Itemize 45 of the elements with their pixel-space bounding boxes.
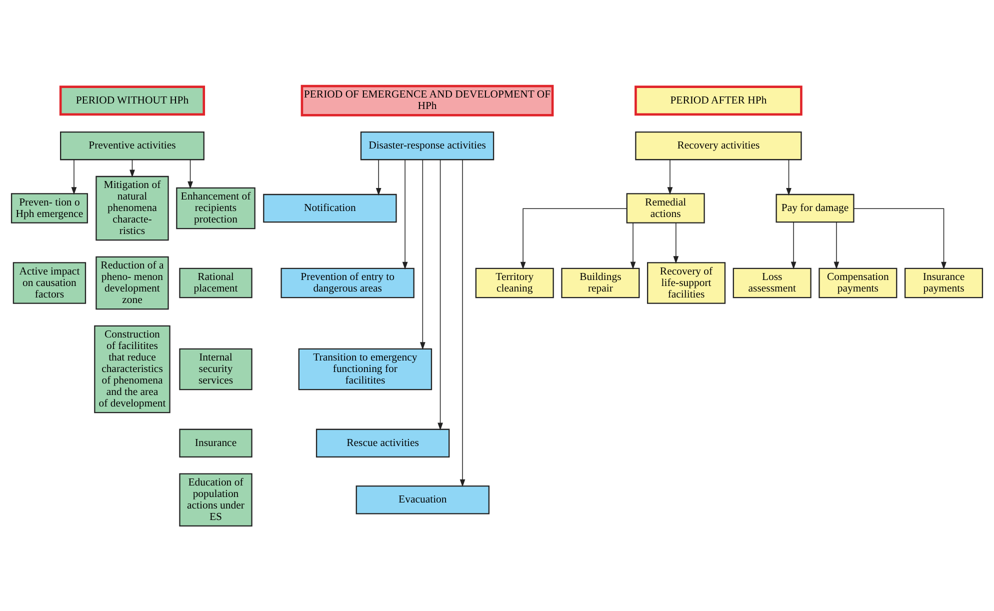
arrow (71, 158, 77, 194)
node-box: PERIOD WITHOUT HPh (59, 85, 206, 116)
node-box: Territory cleaning (475, 267, 554, 298)
arrow (376, 158, 382, 196)
arrow (790, 221, 796, 269)
node-box: Recovery of life-support facilities (647, 262, 726, 304)
arrow (786, 158, 792, 196)
node-box: Prevention of entry to dangerous areas (280, 267, 414, 298)
node-box: Insurance payments (904, 267, 984, 298)
node-box: Internal security services (179, 348, 252, 390)
arrow (188, 158, 193, 188)
arrow (420, 158, 426, 350)
arrow (834, 221, 840, 269)
arrow (460, 158, 466, 487)
node-box: Preventive activities (60, 130, 204, 160)
node-box: Enhancement of recipients protection (176, 186, 256, 229)
node-box: Mitigation of natural phenomena characte- ristics (96, 175, 169, 240)
node-box: Remedial actions (626, 192, 705, 223)
node-box: Pay for damage (776, 193, 854, 222)
node-box: Buildings repair (561, 267, 640, 298)
node-box: Reduction of a pheno- menon development zone (96, 256, 169, 310)
node-box: Evacuation (356, 485, 490, 514)
arrow (673, 222, 679, 264)
arrow (854, 208, 946, 269)
node-box: Education of population actions under ES (179, 472, 252, 526)
node-box: PERIOD OF EMERGENCE AND DEVELOPMENT OF HPh (300, 84, 554, 116)
arrow (630, 222, 636, 269)
node-box: PERIOD AFTER HPh (634, 85, 802, 116)
arrow (438, 158, 443, 430)
node-box: Rational placement (179, 267, 252, 298)
node-box: Loss assessment (732, 267, 812, 298)
node-box: Rescue activities (316, 428, 450, 458)
node-box: Construction of facilitites that reduce characteristics of phenomena and the area of development (94, 324, 170, 413)
node-box: Insurance (179, 428, 252, 458)
arrow (402, 158, 408, 270)
arrow (520, 208, 628, 269)
node-box: Preven- tion o Hph emergence (10, 192, 88, 223)
node-box: Recovery activities (635, 130, 802, 160)
arrow (130, 158, 135, 177)
node-box: Disaster-response activities (360, 130, 494, 160)
arrow (667, 158, 673, 194)
node-box: Active impact on causation factors (12, 262, 86, 304)
node-box: Notification (263, 193, 397, 222)
node-box: Compensation payments (818, 267, 898, 298)
node-box: Transition to emergency functioning for facilitites (298, 348, 432, 390)
